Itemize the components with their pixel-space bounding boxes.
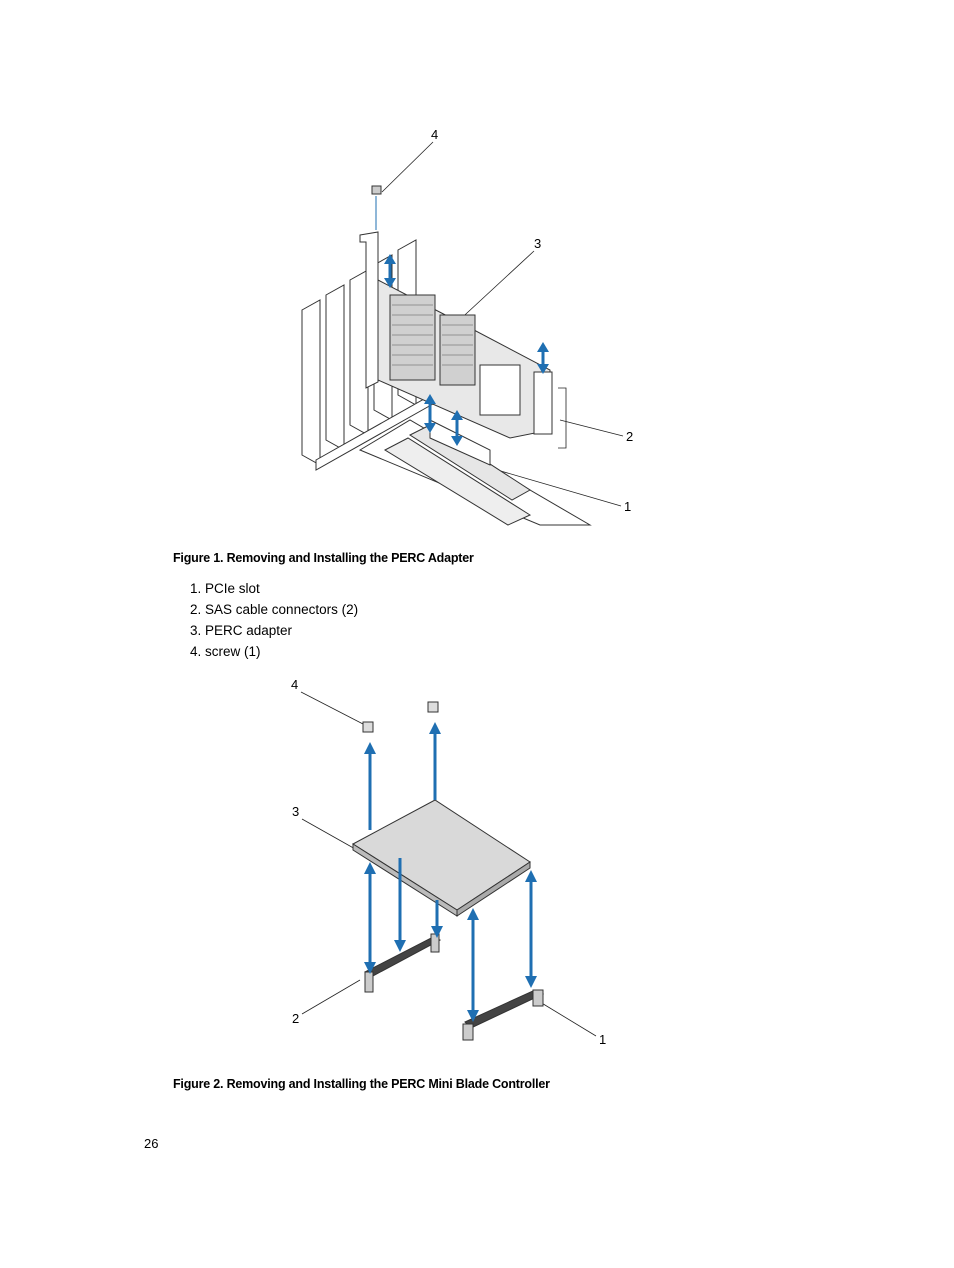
legend-item: 2. SAS cable connectors (2) (190, 602, 359, 617)
figure-1-legend: 1. PCIe slot 2. SAS cable connectors (2)… (190, 580, 358, 664)
page-number: 26 (144, 1136, 159, 1151)
figure-1-caption: Figure 1. Removing and Installing the PE… (173, 551, 474, 565)
callout-3: 3 (292, 804, 299, 819)
legend-item: 4. screw (1) (190, 644, 261, 659)
callout-4: 4 (431, 127, 438, 142)
callout-4: 4 (291, 677, 298, 692)
callout-2: 2 (626, 429, 633, 444)
legend-item: 1. PCIe slot (190, 581, 260, 596)
callout-1: 1 (599, 1032, 606, 1047)
callout-2: 2 (292, 1011, 299, 1026)
legend-item: 3. PERC adapter (190, 623, 293, 638)
callout-1: 1 (624, 499, 631, 514)
figure-2-illustration: 4 3 2 1 (291, 677, 606, 1047)
callout-3: 3 (534, 236, 541, 251)
figure-2-caption: Figure 2. Removing and Installing the PE… (173, 1077, 550, 1091)
figure-1-illustration: 4 3 2 1 (301, 127, 633, 526)
